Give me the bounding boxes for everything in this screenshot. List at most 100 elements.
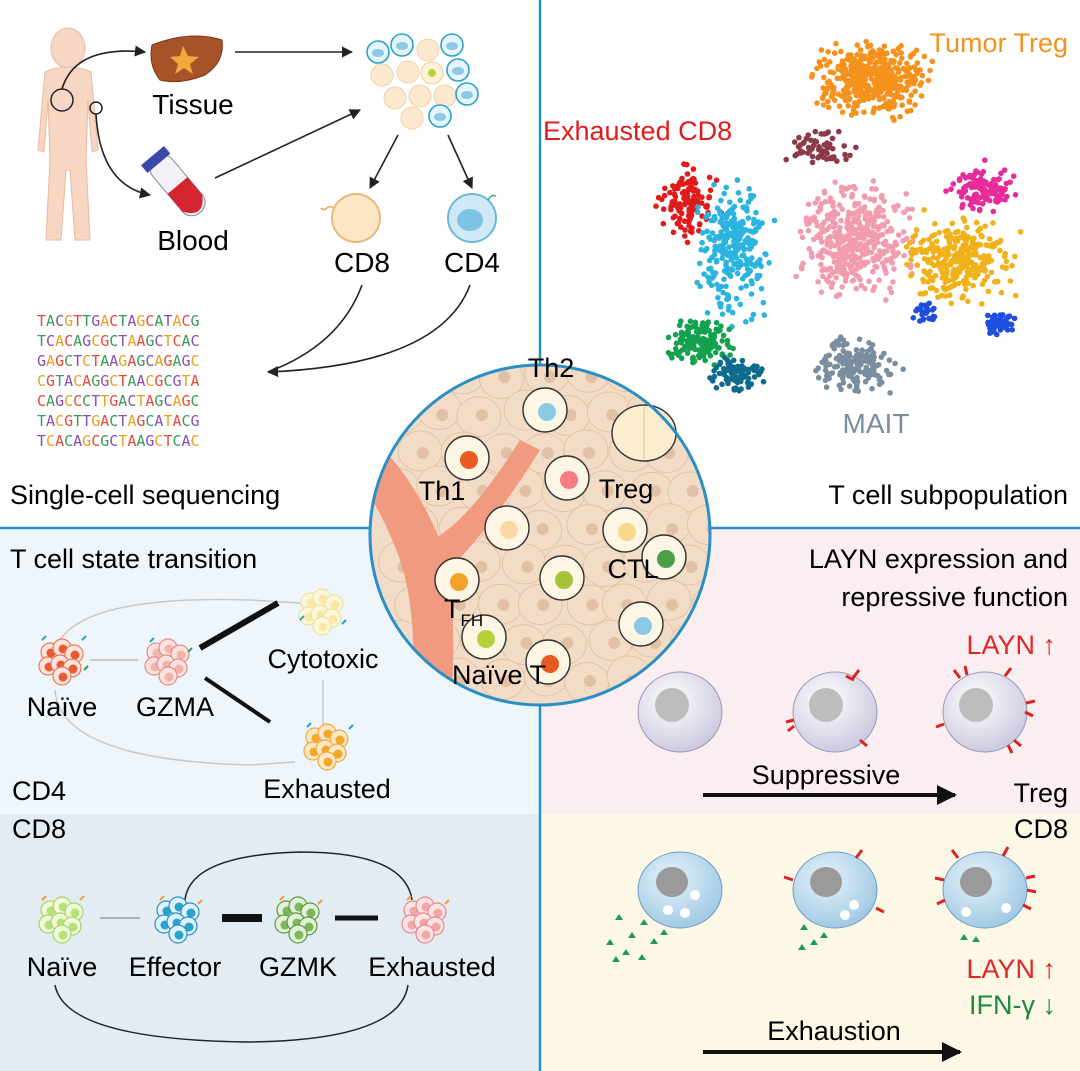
tsne-point: [943, 188, 949, 194]
tsne-point: [737, 373, 744, 380]
tsne-point: [738, 285, 744, 291]
blood-label: Blood: [157, 225, 229, 256]
tsne-point: [673, 345, 679, 352]
cd4-cell-icon: [447, 193, 497, 243]
tsne-point: [705, 319, 712, 325]
tsne-point: [690, 343, 697, 349]
tumor-cell-nucleus: [543, 371, 556, 383]
cd8-gzmk-nucleus: [294, 930, 304, 940]
ifng-dot: [972, 936, 980, 942]
tsne-point: [861, 109, 867, 115]
tsne-point: [737, 301, 744, 308]
tsne-point: [743, 283, 749, 289]
tsne-point: [912, 77, 919, 83]
cd4-naive-marker: [81, 635, 87, 641]
tsne-point: [890, 279, 896, 285]
dna-base: A: [46, 392, 55, 410]
dna-base: C: [55, 312, 64, 330]
tsne-point: [961, 247, 968, 253]
tsne-point: [702, 357, 708, 364]
tsne-point: [956, 189, 963, 195]
dna-base: G: [91, 312, 100, 330]
tsne-point: [960, 172, 966, 178]
cd4-gzma-exhausted-link: [203, 676, 272, 724]
tsne-point: [866, 278, 872, 285]
tsne-point: [700, 347, 707, 353]
tsne-point: [908, 92, 914, 98]
tsne-point: [888, 289, 895, 296]
tsne-point: [707, 375, 713, 381]
tsne-point: [832, 179, 838, 185]
tsne-point: [670, 229, 677, 236]
arrow-cd4-to-seq: [266, 284, 471, 378]
tsne-point: [871, 66, 878, 73]
cd8-effector-nucleus: [174, 930, 184, 940]
tsne-point: [841, 192, 847, 199]
tsne-point: [736, 224, 743, 230]
tsne-point: [881, 198, 887, 204]
dna-base: T: [82, 312, 91, 330]
ctl-label: CTL: [607, 554, 658, 584]
cd8-gzmk-nucleus: [306, 908, 316, 918]
tsne-point: [950, 181, 957, 187]
tsne-point: [681, 161, 687, 167]
dna-base: A: [136, 372, 145, 390]
tsne-point: [914, 262, 921, 269]
tsne-point: [706, 266, 712, 272]
tsne-point: [692, 319, 699, 326]
tsne-point: [713, 385, 720, 391]
tsne-point: [970, 282, 976, 289]
mixed-cell-cluster: [366, 33, 479, 130]
tsne-point: [896, 60, 903, 66]
tumor-cell-nucleus: [601, 485, 614, 497]
ifng-dot: [810, 939, 818, 945]
dna-base: T: [163, 312, 172, 330]
tsne-point: [1003, 180, 1010, 187]
tsne-point: [873, 186, 879, 192]
tsne-point: [678, 355, 685, 362]
tsne-point: [708, 282, 715, 289]
tsne-point: [930, 277, 936, 284]
dna-base: A: [154, 312, 163, 330]
tsne-point: [853, 110, 859, 116]
tsne-point: [875, 362, 882, 368]
cell-nucleus: [452, 67, 464, 75]
tsne-point: [760, 378, 767, 385]
tsne-point: [818, 261, 824, 268]
cd8-gzmk-marker: [279, 895, 285, 901]
tsne-point: [871, 284, 878, 290]
tsne-point: [960, 242, 966, 249]
tsne-point: [678, 339, 685, 346]
tsne-point: [1003, 258, 1010, 265]
tsne-point: [871, 222, 877, 229]
tsne-point: [1007, 278, 1014, 284]
dna-line: TCACAGCGCTAAGCTCAC: [37, 332, 200, 350]
dna-base: A: [100, 352, 109, 370]
dna-line: TACGTTGACTAGCATACG: [37, 412, 200, 430]
tsne-point: [835, 342, 842, 348]
tsne-point: [709, 230, 716, 236]
tsne-point: [686, 217, 693, 223]
dna-base: G: [145, 432, 154, 450]
ifng-dot: [650, 938, 658, 944]
dna-base: C: [37, 372, 46, 390]
tsne-point: [825, 49, 831, 55]
center-circle-border: [368, 363, 712, 707]
tsne-point: [706, 174, 713, 181]
tsne-point: [660, 220, 667, 227]
tsne-point: [987, 258, 993, 264]
tsne-point: [898, 50, 904, 56]
tsne-point: [796, 134, 802, 141]
tsne-point: [771, 217, 778, 224]
tsne-point: [942, 228, 949, 235]
tsne-point: [809, 159, 816, 166]
tsne-point: [793, 273, 799, 280]
ifng-dot: [960, 934, 968, 940]
tsne-point: [851, 218, 857, 225]
tumor-cell-nucleus: [499, 675, 512, 687]
tumor-cell-nucleus: [685, 409, 698, 421]
tumor-cell-nucleus: [536, 523, 549, 535]
tsne-point: [952, 243, 958, 250]
tsne-point: [745, 375, 752, 382]
tsne-point: [684, 323, 690, 330]
